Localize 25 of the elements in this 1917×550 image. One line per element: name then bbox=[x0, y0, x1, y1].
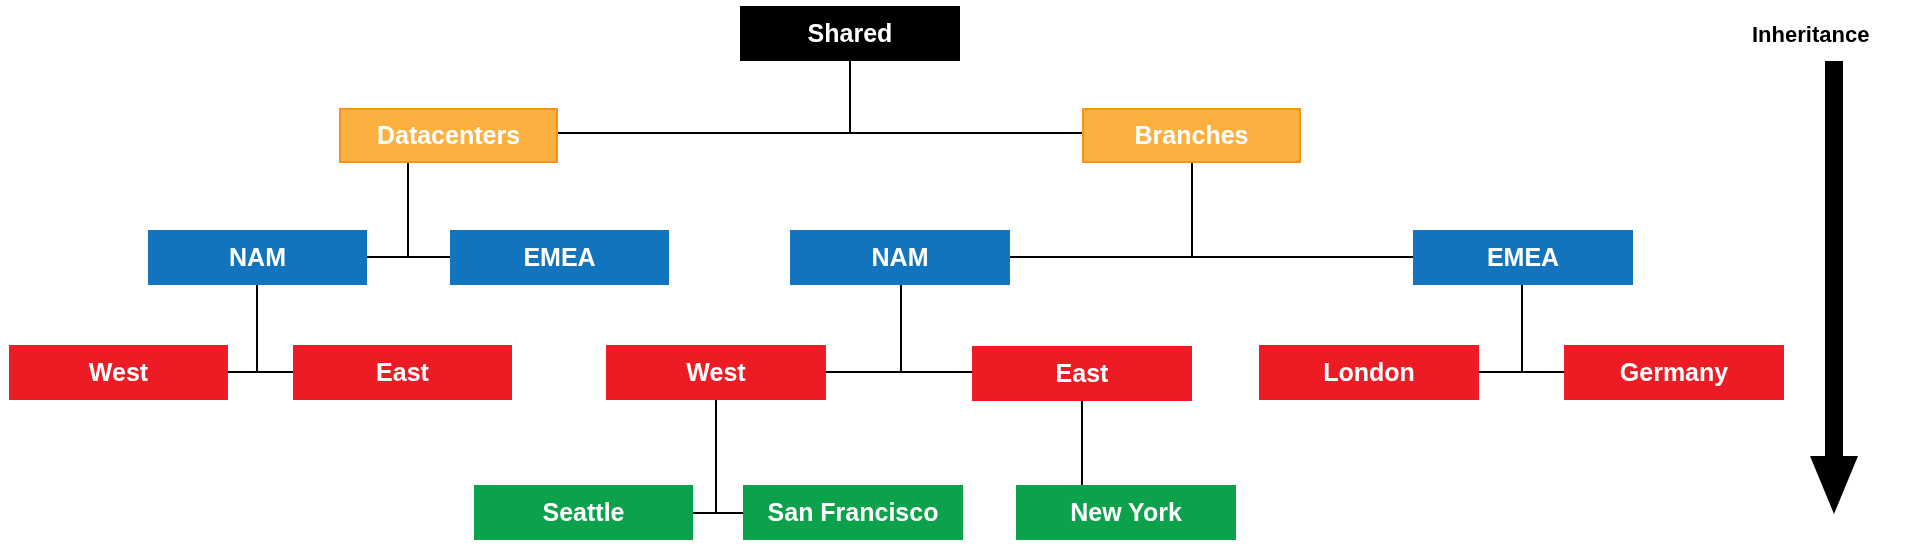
connector-line bbox=[407, 162, 451, 258]
hierarchy-box: East bbox=[293, 345, 512, 400]
hierarchy-box: Datacenters bbox=[339, 108, 558, 163]
hierarchy-box: London bbox=[1259, 345, 1479, 400]
hierarchy-box: West bbox=[9, 345, 228, 400]
hierarchy-box: San Francisco bbox=[743, 485, 963, 540]
hierarchy-box: NAM bbox=[148, 230, 367, 285]
hierarchy-box: EMEA bbox=[450, 230, 669, 285]
axis-label: Inheritance bbox=[1752, 22, 1870, 48]
hierarchy-box: Shared bbox=[740, 6, 960, 61]
hierarchy-box: New York bbox=[1016, 485, 1236, 540]
connector-line bbox=[715, 399, 744, 514]
hierarchy-box: Seattle bbox=[474, 485, 693, 540]
connector-line bbox=[849, 60, 1083, 134]
connector-line bbox=[1191, 162, 1414, 258]
connector-line bbox=[1081, 400, 1083, 486]
hierarchy-box: Germany bbox=[1564, 345, 1784, 400]
hierarchy-box: West bbox=[606, 345, 826, 400]
hierarchy-box: Branches bbox=[1082, 108, 1301, 163]
hierarchy-box: EMEA bbox=[1413, 230, 1633, 285]
hierarchy-box: East bbox=[972, 346, 1192, 401]
connector-line bbox=[256, 284, 294, 373]
connector-line bbox=[1521, 284, 1565, 373]
hierarchy-box: NAM bbox=[790, 230, 1010, 285]
connector-line bbox=[900, 284, 973, 373]
